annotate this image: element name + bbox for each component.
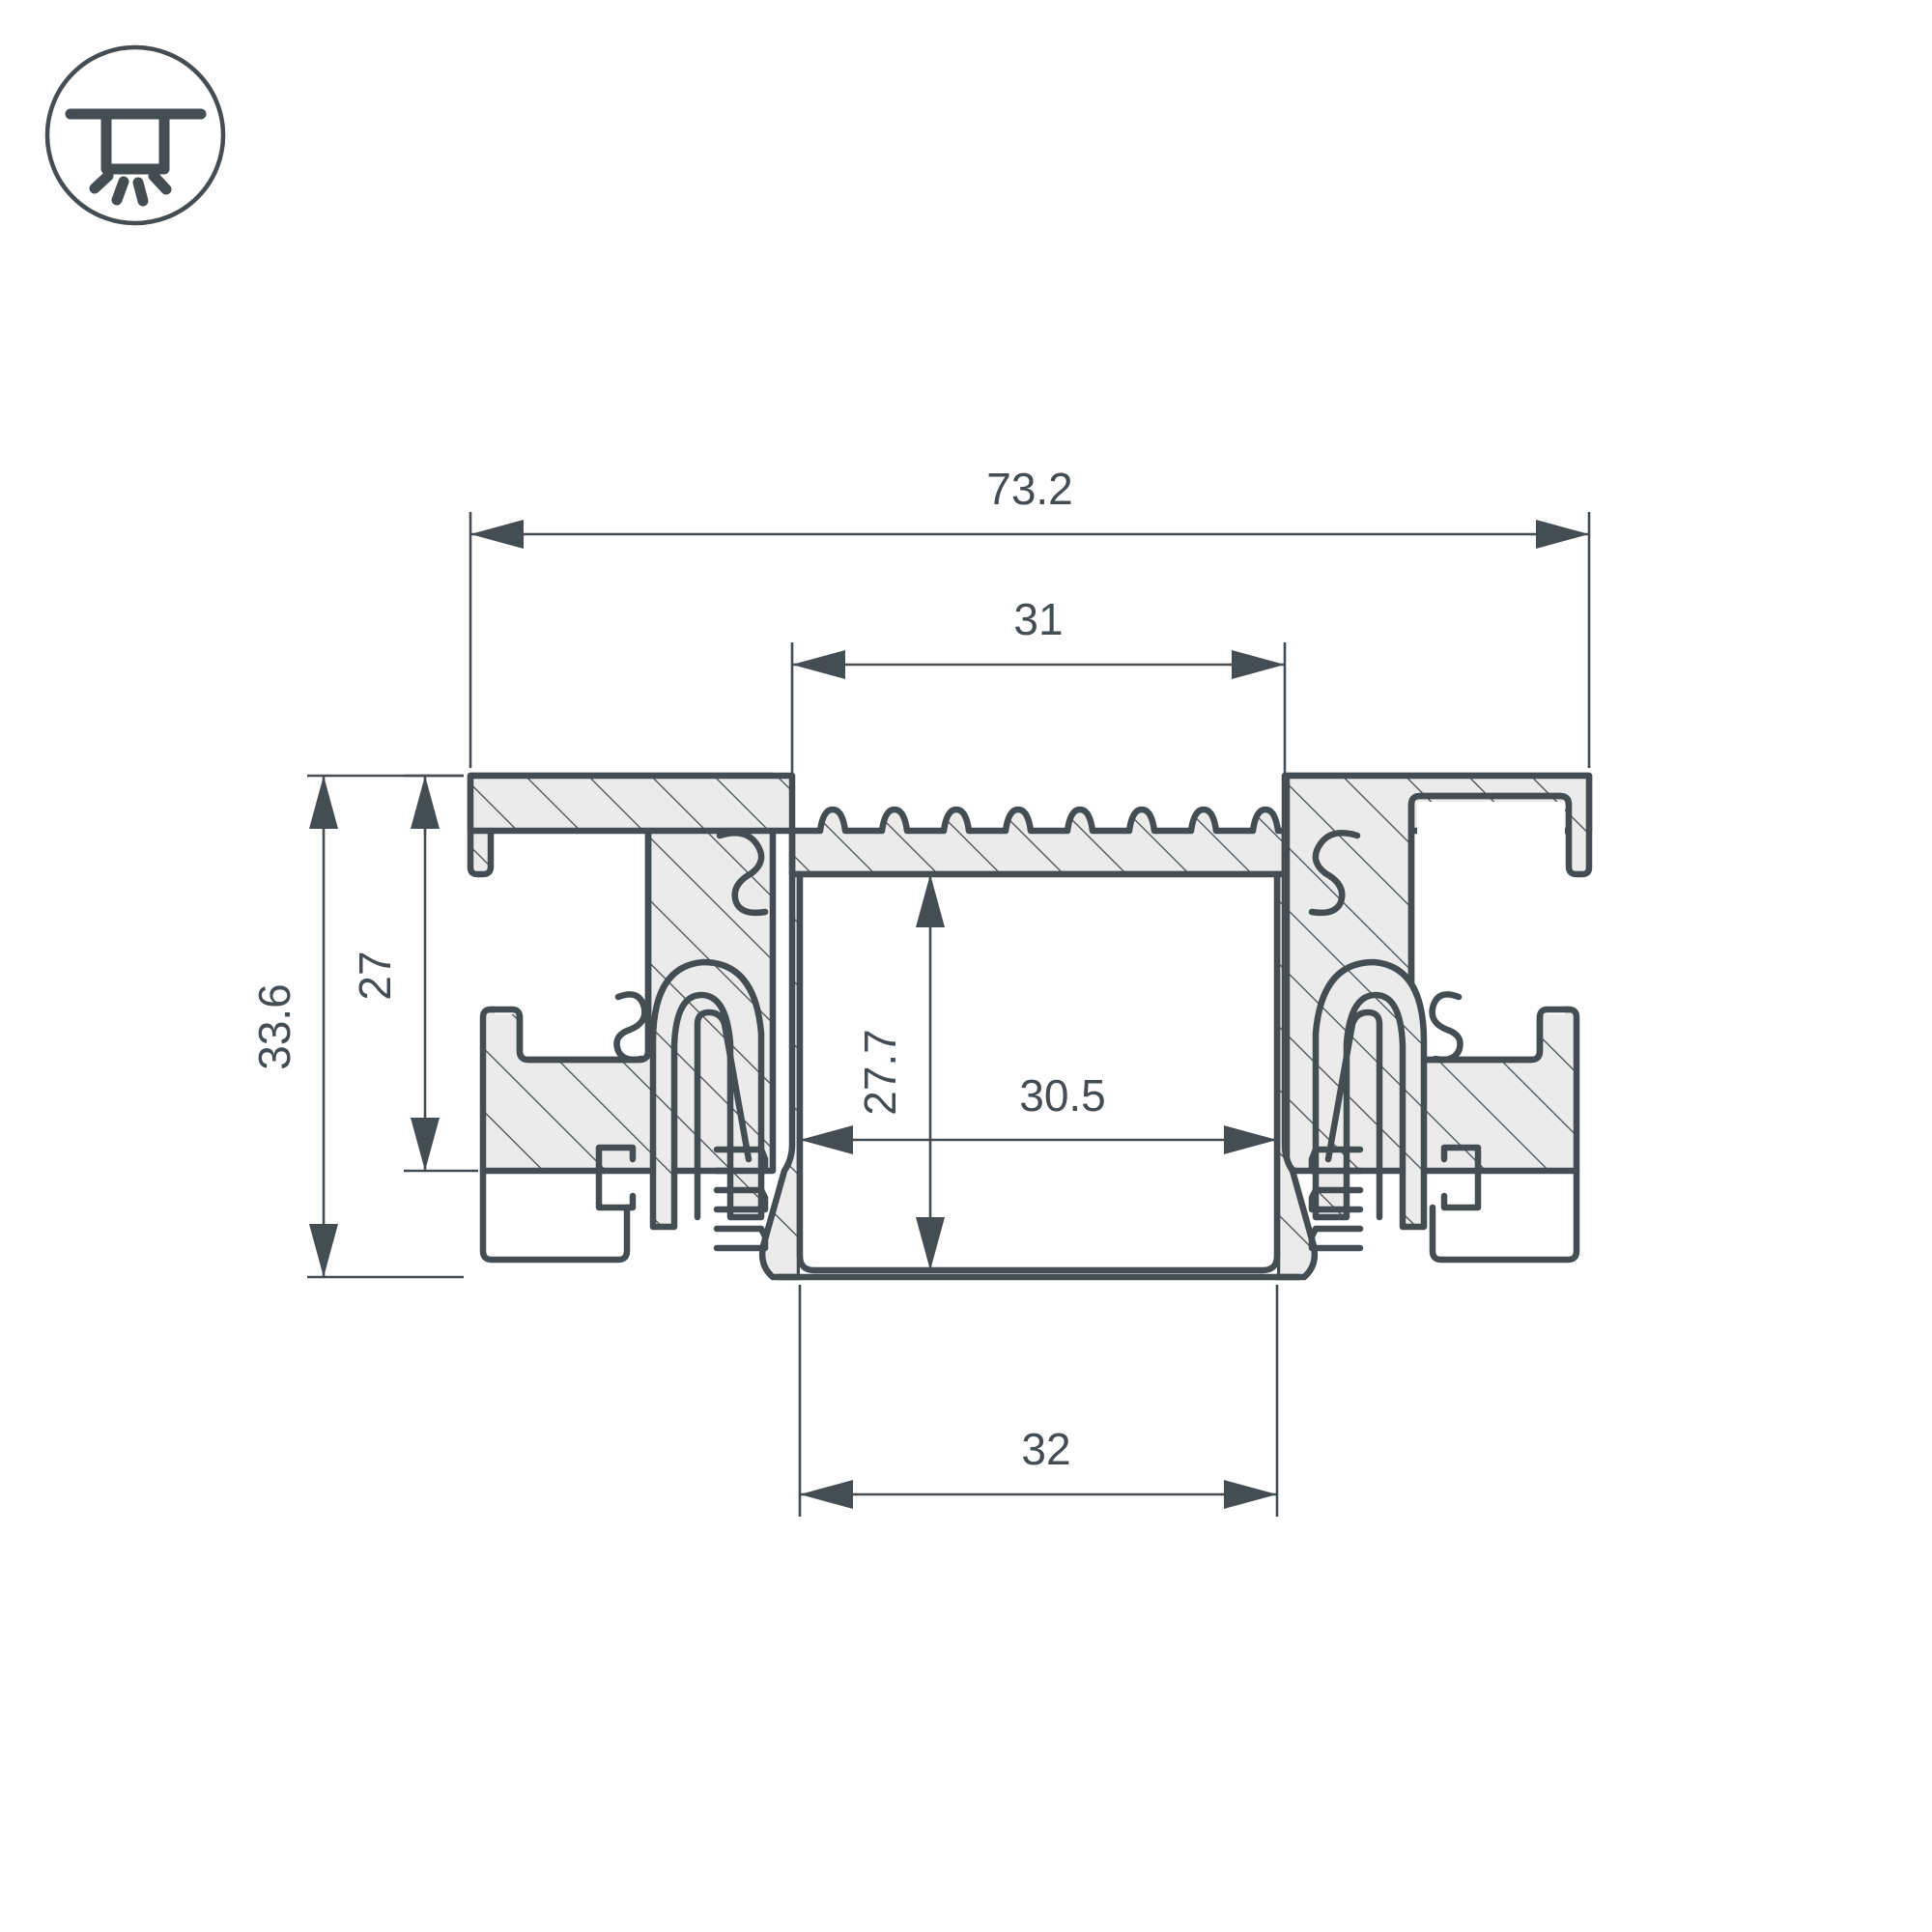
dimension-bottom-width: 32 [798,1285,1279,1517]
centre-hook-right [1308,829,1361,917]
right-clip-rib-3 [1308,1225,1364,1252]
dimension-label-recess-width: 31 [1013,594,1063,644]
profile-cross-section [467,772,1593,1281]
right-clip-bracket [1440,1144,1482,1211]
centre-hook-left [716,829,769,917]
dimension-overall-height: 33.6 [249,774,464,1279]
right-wing-bottom-bracket [1429,1167,1580,1264]
centre-channel-cavity-outline [796,870,1281,1274]
top-flange-left [467,772,796,835]
dimension-label-body-height: 27 [350,951,400,1000]
dimension-body-height: 27 [350,774,478,1173]
left-clip-inner-tongue [694,1009,753,1221]
dimension-channel-height: 27.7 [855,874,945,1270]
right-wing-cavity-upper [1417,802,1565,1054]
dimension-label-channel-height: 27.7 [855,1029,905,1116]
left-wing-bottom-bracket [479,1167,631,1264]
dimension-label-channel-width: 30.5 [1019,1070,1106,1121]
dimension-channel-width: 30.5 [800,1070,1277,1154]
left-clip-rib-3 [713,1225,769,1252]
right-clip-rib-1 [1308,1146,1364,1175]
right-clip-inner-tongue [1324,1009,1383,1221]
left-clip-bracket [595,1144,637,1211]
dimension-label-overall-height: 33.6 [249,983,299,1070]
left-wing-cavity-upper [495,802,642,1054]
dimension-label-overall-width: 73.2 [986,464,1073,514]
left-clip-barb-upper [613,991,648,1064]
centre-channel-cavity [800,874,1277,1277]
dimension-overall-width: 73.2 [469,464,1591,768]
right-clip-barb-upper [1429,991,1463,1064]
ceiling-recessed-mount-icon [44,44,226,226]
left-clip-rib-2 [713,1186,769,1213]
dimension-recess-width: 31 [790,594,1287,821]
dimension-label-bottom-width: 32 [1021,1424,1070,1474]
left-clip-rib-1 [713,1146,769,1175]
right-clip-rib-2 [1308,1186,1364,1213]
